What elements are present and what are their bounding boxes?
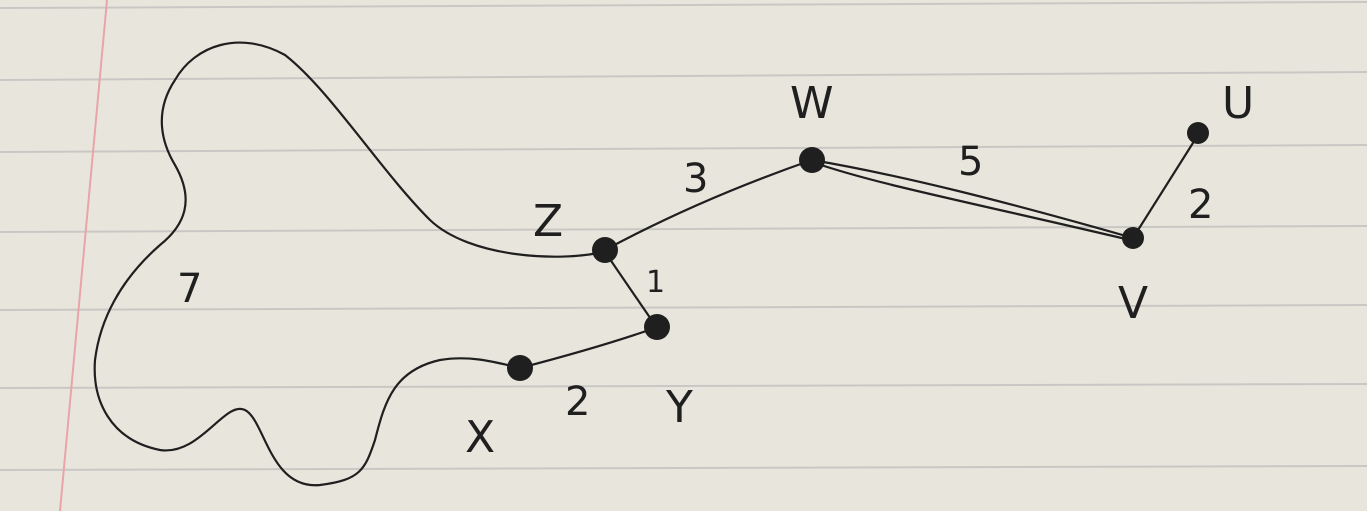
vertex-w-dot (799, 147, 825, 173)
rule-line (0, 465, 1367, 471)
edge-weight-w-v: 5 (958, 139, 983, 185)
ruled-lines (0, 1, 1367, 471)
vertex-label-v: V (1118, 278, 1148, 329)
rule-line (0, 144, 1367, 153)
vertex-label-x: X (465, 412, 495, 463)
edge-x-y (518, 326, 657, 370)
edge-w-v-second-stroke (813, 161, 1132, 242)
edge-z-w (603, 158, 814, 252)
vertex-label-z: Z (533, 196, 563, 247)
rule-line (0, 304, 1367, 311)
vertex-u-dot (1187, 122, 1209, 144)
edge-weight-v-u: 2 (1188, 182, 1213, 228)
edges (93, 41, 1200, 487)
rule-line (0, 1, 1367, 9)
vertex-z-dot (592, 237, 618, 263)
vertex-label-u: U (1222, 78, 1254, 129)
edge-v-u (1131, 133, 1200, 240)
edge-z-y (603, 250, 657, 327)
vertex-x-dot (507, 355, 533, 381)
rule-line (0, 383, 1367, 389)
vertex-label-w: W (790, 78, 834, 129)
edge-weight-z-y: 1 (646, 265, 665, 300)
vertex-v-dot (1122, 227, 1144, 249)
vertex-y-dot (644, 314, 670, 340)
edge-x-z (93, 41, 605, 487)
vertices (507, 122, 1209, 381)
rule-line (0, 71, 1367, 81)
edge-weight-x-y: 2 (565, 379, 590, 425)
rule-line (0, 225, 1367, 233)
edge-weight-x-z: 7 (177, 266, 202, 312)
edge-weight-z-w: 3 (683, 156, 708, 202)
margin-line (59, 0, 108, 511)
vertex-label-y: Y (665, 382, 693, 433)
edge-w-v (810, 158, 1135, 240)
